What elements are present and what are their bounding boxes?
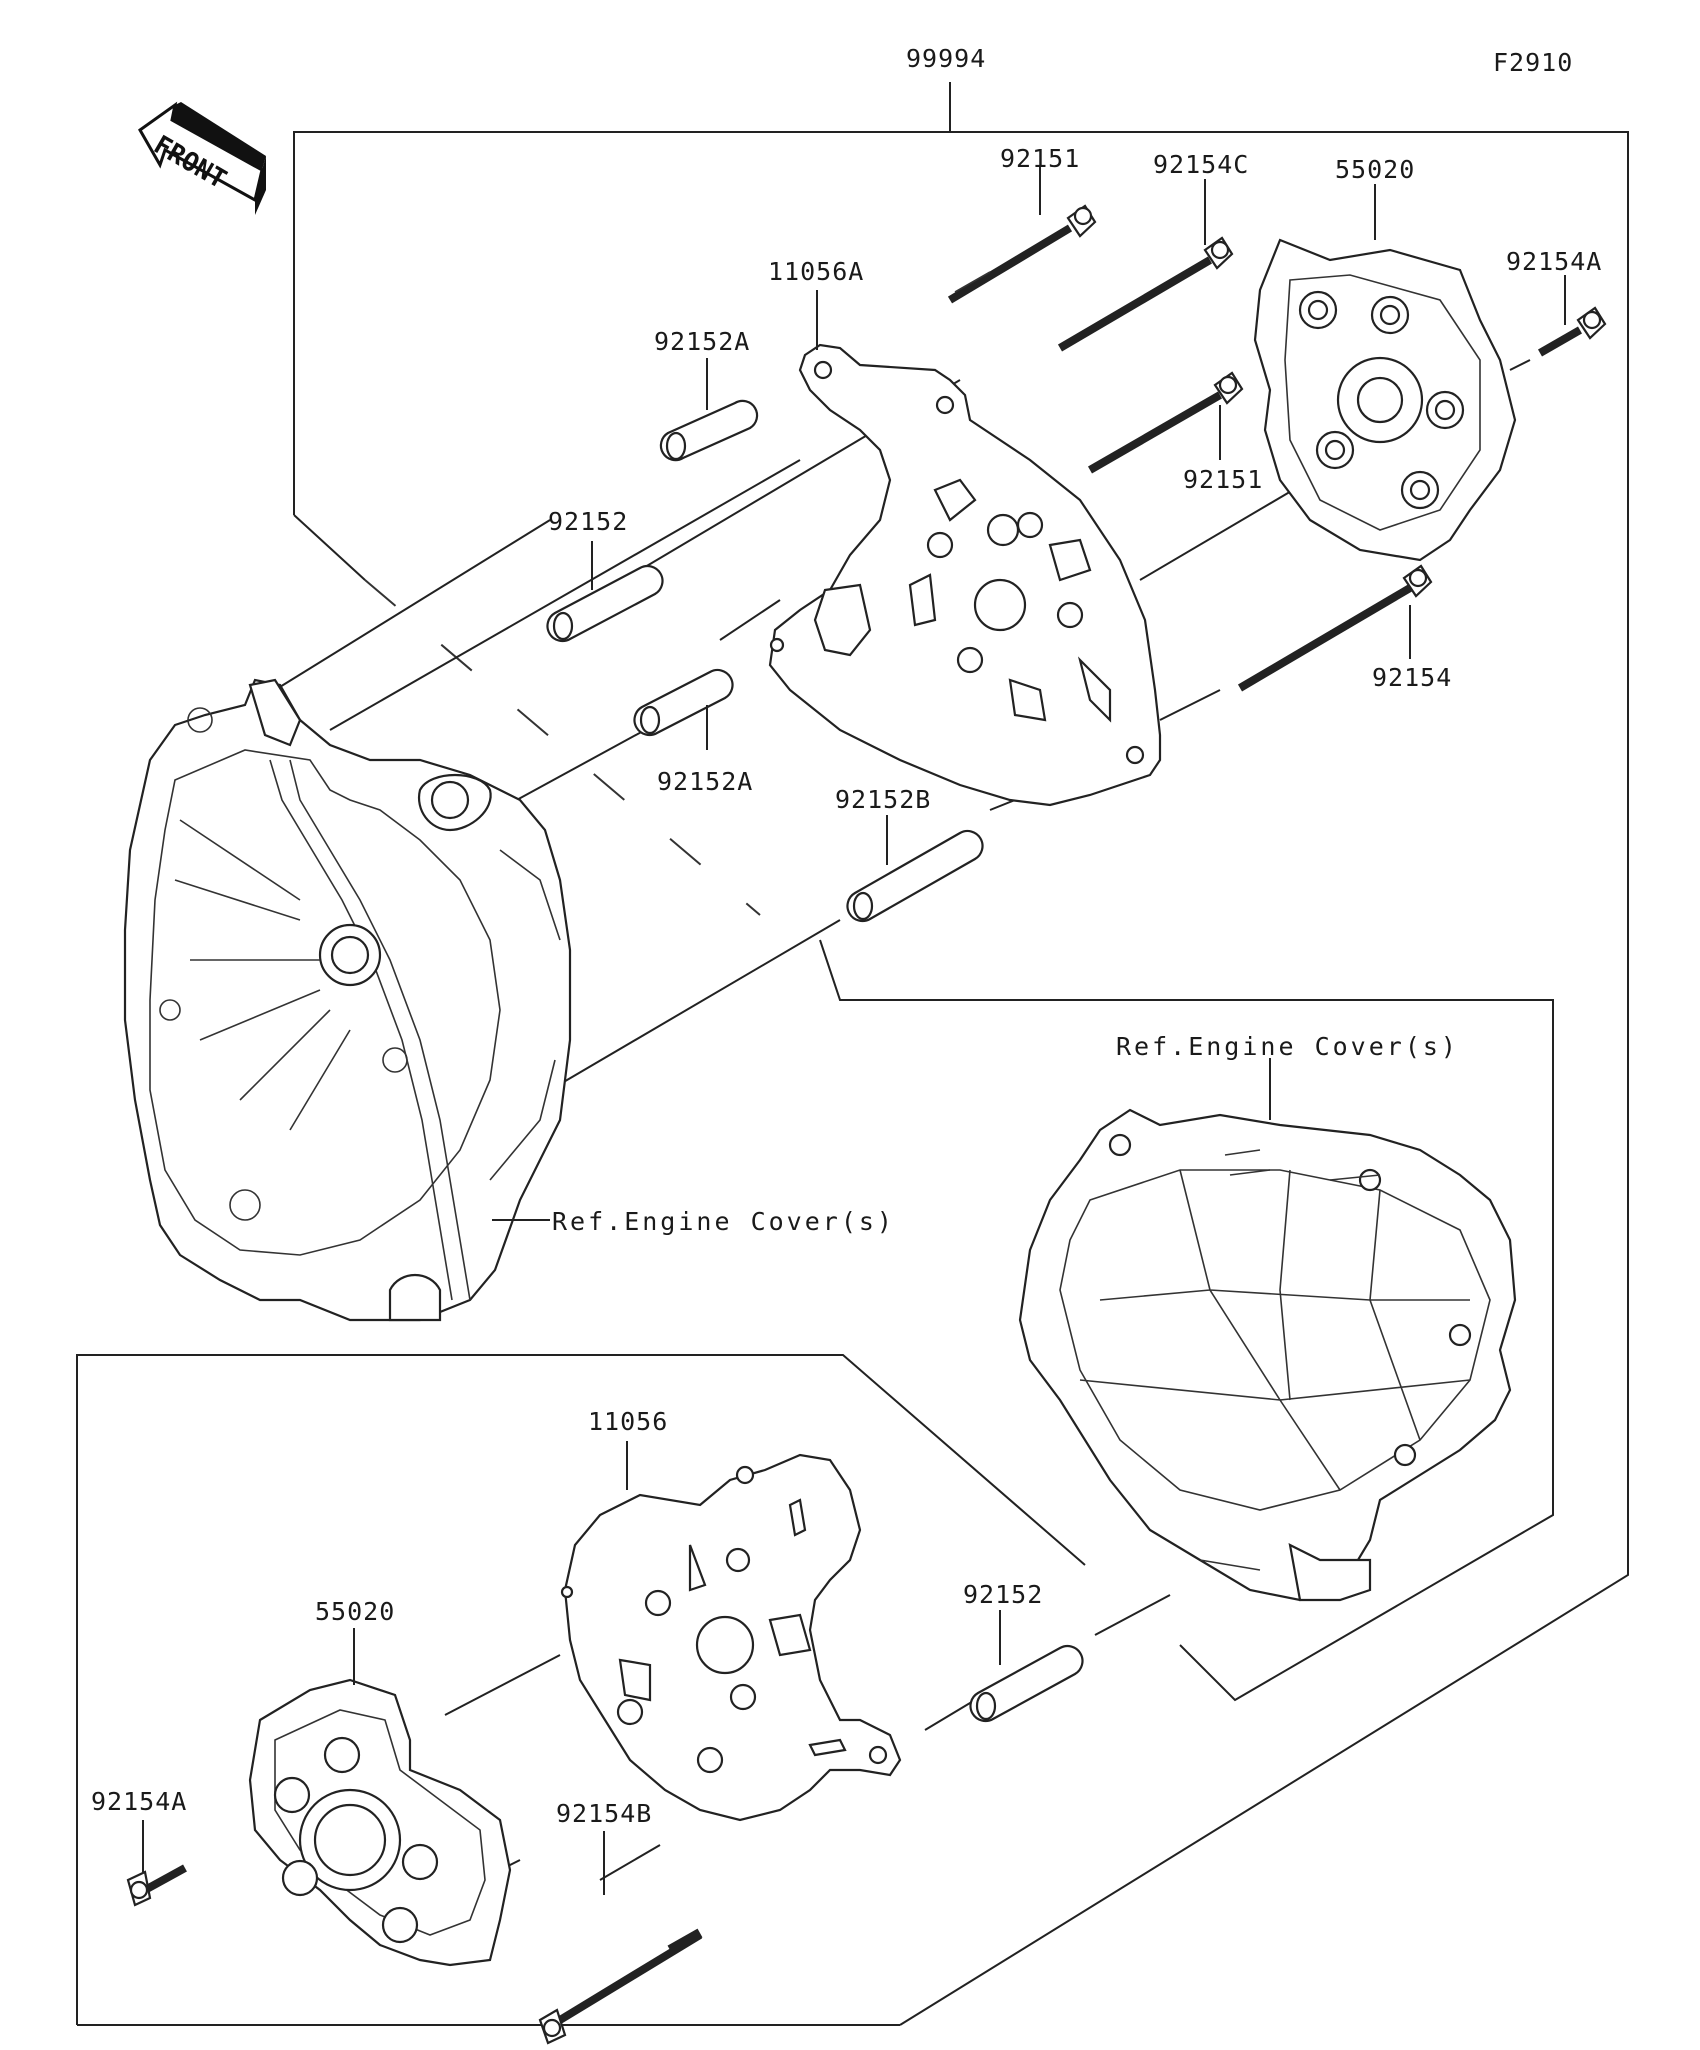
label-92154b: 92154B [556, 1799, 652, 1828]
collar-92152a-lower [633, 668, 734, 737]
ref-engine-cover-left: Ref.Engine Cover(s) [552, 1207, 895, 1236]
bolt-92151-mid [1088, 371, 1244, 474]
label-92154c: 92154C [1153, 150, 1249, 179]
collar-92152b [846, 829, 984, 923]
leader-lines [142, 166, 1566, 1895]
left-engine-cover [123, 678, 572, 1322]
label-92152a-lower: 92152A [657, 767, 753, 796]
slider-55020-top [1253, 238, 1517, 562]
label-99994: 99994 [906, 44, 986, 73]
label-92154a-bottom: 92154A [91, 1787, 187, 1816]
front-arrow-icon: FRONT [138, 101, 266, 215]
label-92151-mid: 92151 [1183, 465, 1263, 494]
label-92152b: 92152B [835, 785, 931, 814]
bolt-92151-top [947, 204, 1097, 304]
label-55020-bottom: 55020 [315, 1597, 395, 1626]
label-11056a: 11056A [768, 257, 864, 286]
right-engine-cover [1018, 1108, 1517, 1602]
collar-92152-upper [546, 564, 664, 643]
figure-code: F2910 [1493, 48, 1573, 77]
bolt-92154c [1057, 236, 1234, 352]
label-92152-bottom: 92152 [963, 1580, 1043, 1609]
collar-92152-bottom [969, 1644, 1084, 1723]
bolt-92154b [538, 1928, 703, 2045]
bolt-92154a-top [1538, 306, 1607, 357]
assembly-frame [76, 82, 1629, 2026]
label-11056: 11056 [588, 1407, 668, 1436]
label-92154: 92154 [1372, 663, 1452, 692]
bolt-92154 [1237, 564, 1433, 692]
collar-92152a-upper [659, 399, 759, 462]
ref-engine-cover-right: Ref.Engine Cover(s) [1116, 1032, 1459, 1061]
bracket-11056 [560, 1453, 902, 1822]
bracket-11056a [768, 343, 1162, 807]
label-92154a-top: 92154A [1506, 247, 1602, 276]
label-92152a-upper: 92152A [654, 327, 750, 356]
label-92151-top: 92151 [1000, 144, 1080, 173]
slider-55020-bottom [248, 1678, 512, 1967]
label-55020-top: 55020 [1335, 155, 1415, 184]
label-92152-upper: 92152 [548, 507, 628, 536]
bolt-92154a-bottom [126, 1864, 187, 1907]
